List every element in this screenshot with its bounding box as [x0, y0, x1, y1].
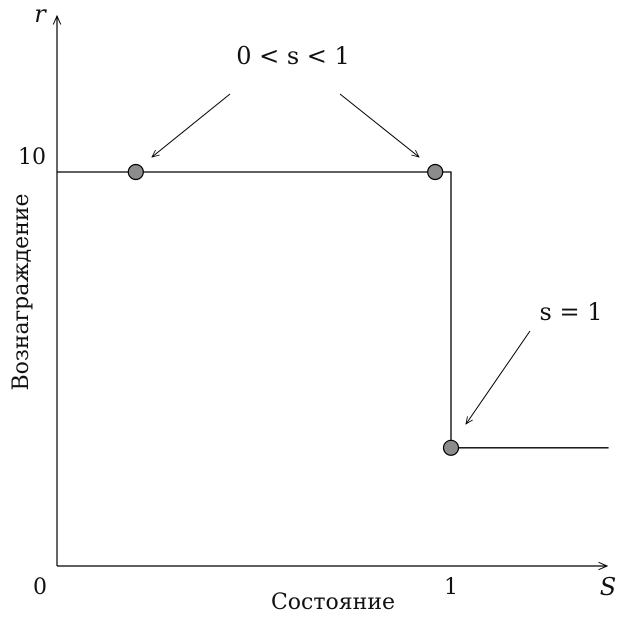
annotation-arrow-left — [152, 93, 231, 157]
terminal-state-marker — [442, 439, 460, 456]
annotation-arrow-right — [339, 93, 419, 157]
annotation-terminal-state: s = 1 — [540, 298, 603, 326]
x-axis-symbol: S — [600, 573, 616, 601]
x-tick-label-1: 1 — [444, 575, 458, 600]
y-axis-symbol: r — [34, 0, 47, 28]
y-tick-label-10: 10 — [18, 145, 46, 170]
reward-step-line — [57, 171, 609, 449]
annotation-arrow-terminal — [466, 330, 531, 424]
state-marker — [427, 163, 444, 181]
annotation-nonterminal-states: 0 < s < 1 — [236, 42, 350, 70]
x-axis-title: Состояние — [271, 590, 395, 615]
state-marker — [127, 163, 144, 181]
y-axis-title: Вознаграждение — [9, 193, 34, 390]
origin-label: 0 — [33, 575, 47, 600]
